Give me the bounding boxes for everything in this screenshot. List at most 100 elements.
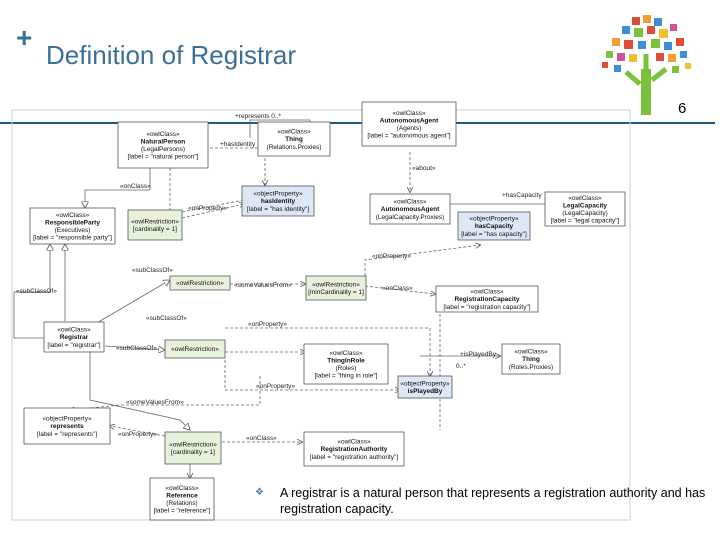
uml-box-stereotype: «owlClass» [470, 289, 504, 296]
uml-box-label: [label = "natural person"] [128, 154, 199, 161]
uml-box-frame [501, 343, 561, 375]
uml-box-label: [label = "has capacity"] [461, 231, 527, 238]
uml-box-stereotype: «owlClass» [57, 327, 91, 334]
uml-box-restriction-2: «owlRestriction» [169, 275, 231, 291]
uml-box-autonomous-agent: «owlClass»AutonomousAgent(Agents)[label … [361, 101, 457, 147]
uml-box-thing-roles: «owlClass»Thing(Roles.Proxies) [501, 343, 561, 375]
uml-box-sub: (Relations.Proxies) [267, 144, 322, 151]
edge-has-identity [205, 147, 265, 185]
uml-box-registration-authority: «owlClass»RegistrationAuthority[label = … [303, 431, 405, 467]
uml-box-name: RegistrationCapacity [454, 296, 519, 303]
uml-box-thing-relations: «owlClass»Thing(Relations.Proxies) [257, 121, 331, 157]
slide-title: Definition of Registrar [46, 40, 296, 70]
edge-label: +hasIdentity [220, 141, 256, 148]
edge-label: «onProperty» [372, 253, 411, 260]
uml-box-stereotype: «owlClass» [337, 439, 371, 446]
edge-label: «someValuesFrom» [126, 399, 184, 406]
uml-box-sub: (LegalCapacity) [562, 210, 608, 217]
uml-box-name: Thing [285, 136, 303, 143]
edge-label: +isPlayedBy [460, 351, 497, 358]
uml-box-responsible-party: «owlClass»ResponsibleParty(Executives)[l… [29, 207, 116, 245]
uml-box-frame [303, 431, 405, 467]
uml-box-name: AutonomousAgent [381, 206, 440, 213]
uml-box-restriction-5: «owlRestriction»[cardinality = 1] [164, 431, 222, 465]
edge-label: «subClassOf» [146, 315, 187, 322]
uml-box-stereotype: «objectProperty» [42, 416, 92, 423]
uml-box-restriction-3: «owlRestriction»[minCardinality = 1] [305, 275, 367, 301]
uml-box-frame [43, 321, 105, 353]
uml-box-label: [cardinality = 1] [171, 449, 215, 456]
uml-box-sub: (Relations) [166, 500, 197, 507]
tree-logo-icon [602, 15, 691, 115]
edge-restriction-3-on-class [364, 285, 435, 294]
uml-box-sub: (Executives) [55, 227, 91, 234]
uml-box-label: [label = "reference"] [154, 508, 211, 515]
edge-registrar-to-restriction-5 [89, 352, 190, 430]
edge-label: «onProperty» [188, 205, 227, 212]
uml-box-name: Thing [522, 356, 540, 363]
edge-on-property-low [224, 360, 400, 390]
edge-label: «onProperty» [256, 383, 295, 390]
uml-class-diagram: +represents 0..* +hasIdentity «about» +h… [11, 101, 631, 521]
uml-box-name: NaturalPerson [141, 138, 185, 145]
uml-box-name: hasIdentity [261, 198, 296, 205]
uml-box-stereotype: «objectProperty» [469, 216, 519, 223]
uml-box-frame [117, 121, 209, 169]
uml-box-label: [label = "autonomous agent"] [367, 133, 450, 140]
edge-restriction-1-on-property [181, 204, 244, 219]
uml-box-name: Registrar [60, 334, 89, 341]
uml-box-sub: (Agents) [397, 125, 422, 132]
edge-label: +represents 0..* [235, 113, 282, 120]
edge-label: «onClass» [120, 183, 151, 190]
edge-label: 0..* [456, 363, 466, 370]
header-rule [0, 122, 715, 124]
uml-box-name: ThingInRole [327, 357, 365, 364]
uml-box-stereotype: «owlRestriction» [169, 441, 217, 448]
uml-box-frame [127, 209, 183, 241]
uml-box-sub: (Roles.Proxies) [509, 364, 553, 371]
uml-box-restriction-1: «owlRestriction»[cardinality = 1] [127, 209, 183, 241]
page-number: 6 [678, 100, 687, 117]
uml-box-frame [169, 275, 231, 291]
uml-box-stereotype: «owlClass» [56, 212, 90, 219]
uml-box-stereotype: «owlClass» [146, 131, 180, 138]
uml-box-name: isPlayedBy [408, 388, 443, 395]
edge-label: «onClass» [246, 435, 277, 442]
edge-label: «about» [412, 165, 436, 172]
uml-box-name: RegistrationAuthority [321, 446, 388, 453]
edge-label: «onProperty» [118, 431, 157, 438]
edge-registrar-to-restriction-4 [104, 345, 165, 350]
uml-box-frame [361, 101, 457, 147]
uml-box-label: [label = "responsible party"] [33, 235, 112, 242]
uml-box-legal-capacity: «owlClass»LegalCapacity(LegalCapacity)[l… [544, 191, 626, 227]
uml-box-label: [minCardinality = 1] [308, 289, 364, 296]
uml-box-frame [457, 211, 531, 241]
uml-box-stereotype: «owlClass» [165, 485, 199, 492]
edge-restriction-1-on-class [181, 199, 245, 213]
uml-box-stereotype: «owlRestriction» [176, 280, 224, 287]
uml-box-sub: (LegalCapacity.Proxies) [376, 214, 445, 221]
edge-label: «subClassOf» [132, 267, 173, 274]
uml-box-stereotype: «owlClass» [277, 129, 311, 136]
uml-box-restriction-4: «owlRestriction» [164, 339, 226, 359]
uml-box-frame [544, 191, 626, 227]
edge-restriction-5-on-property [110, 426, 166, 437]
diagram-frame [11, 109, 631, 521]
uml-box-frame [435, 285, 539, 313]
uml-box-label: [label = "legal capacity"] [551, 218, 620, 225]
uml-box-sub: (Roles) [336, 365, 357, 372]
uml-box-label: [cardinality = 1] [133, 226, 177, 233]
edge-label: «onProperty» [248, 321, 287, 328]
edge-label: «onClass» [382, 285, 413, 292]
uml-box-frame [257, 121, 331, 157]
edge-label: «subClassOf» [16, 288, 57, 295]
uml-box-name: ResponsibleParty [45, 219, 100, 226]
uml-box-is-played-by: «objectProperty»isPlayedBy [397, 375, 453, 399]
edge-label: «someValuesFrom» [234, 282, 292, 289]
uml-box-legal-autonomous-agent: «owlClass»AutonomousAgent(LegalCapacity.… [369, 193, 451, 225]
uml-box-frame [149, 477, 215, 521]
uml-box-stereotype: «owlClass» [393, 199, 427, 206]
uml-box-frame [241, 185, 315, 217]
uml-box-label: [label = "represents"] [37, 431, 97, 438]
uml-box-registration-capacity: «owlClass»RegistrationCapacity[label = "… [435, 285, 539, 313]
